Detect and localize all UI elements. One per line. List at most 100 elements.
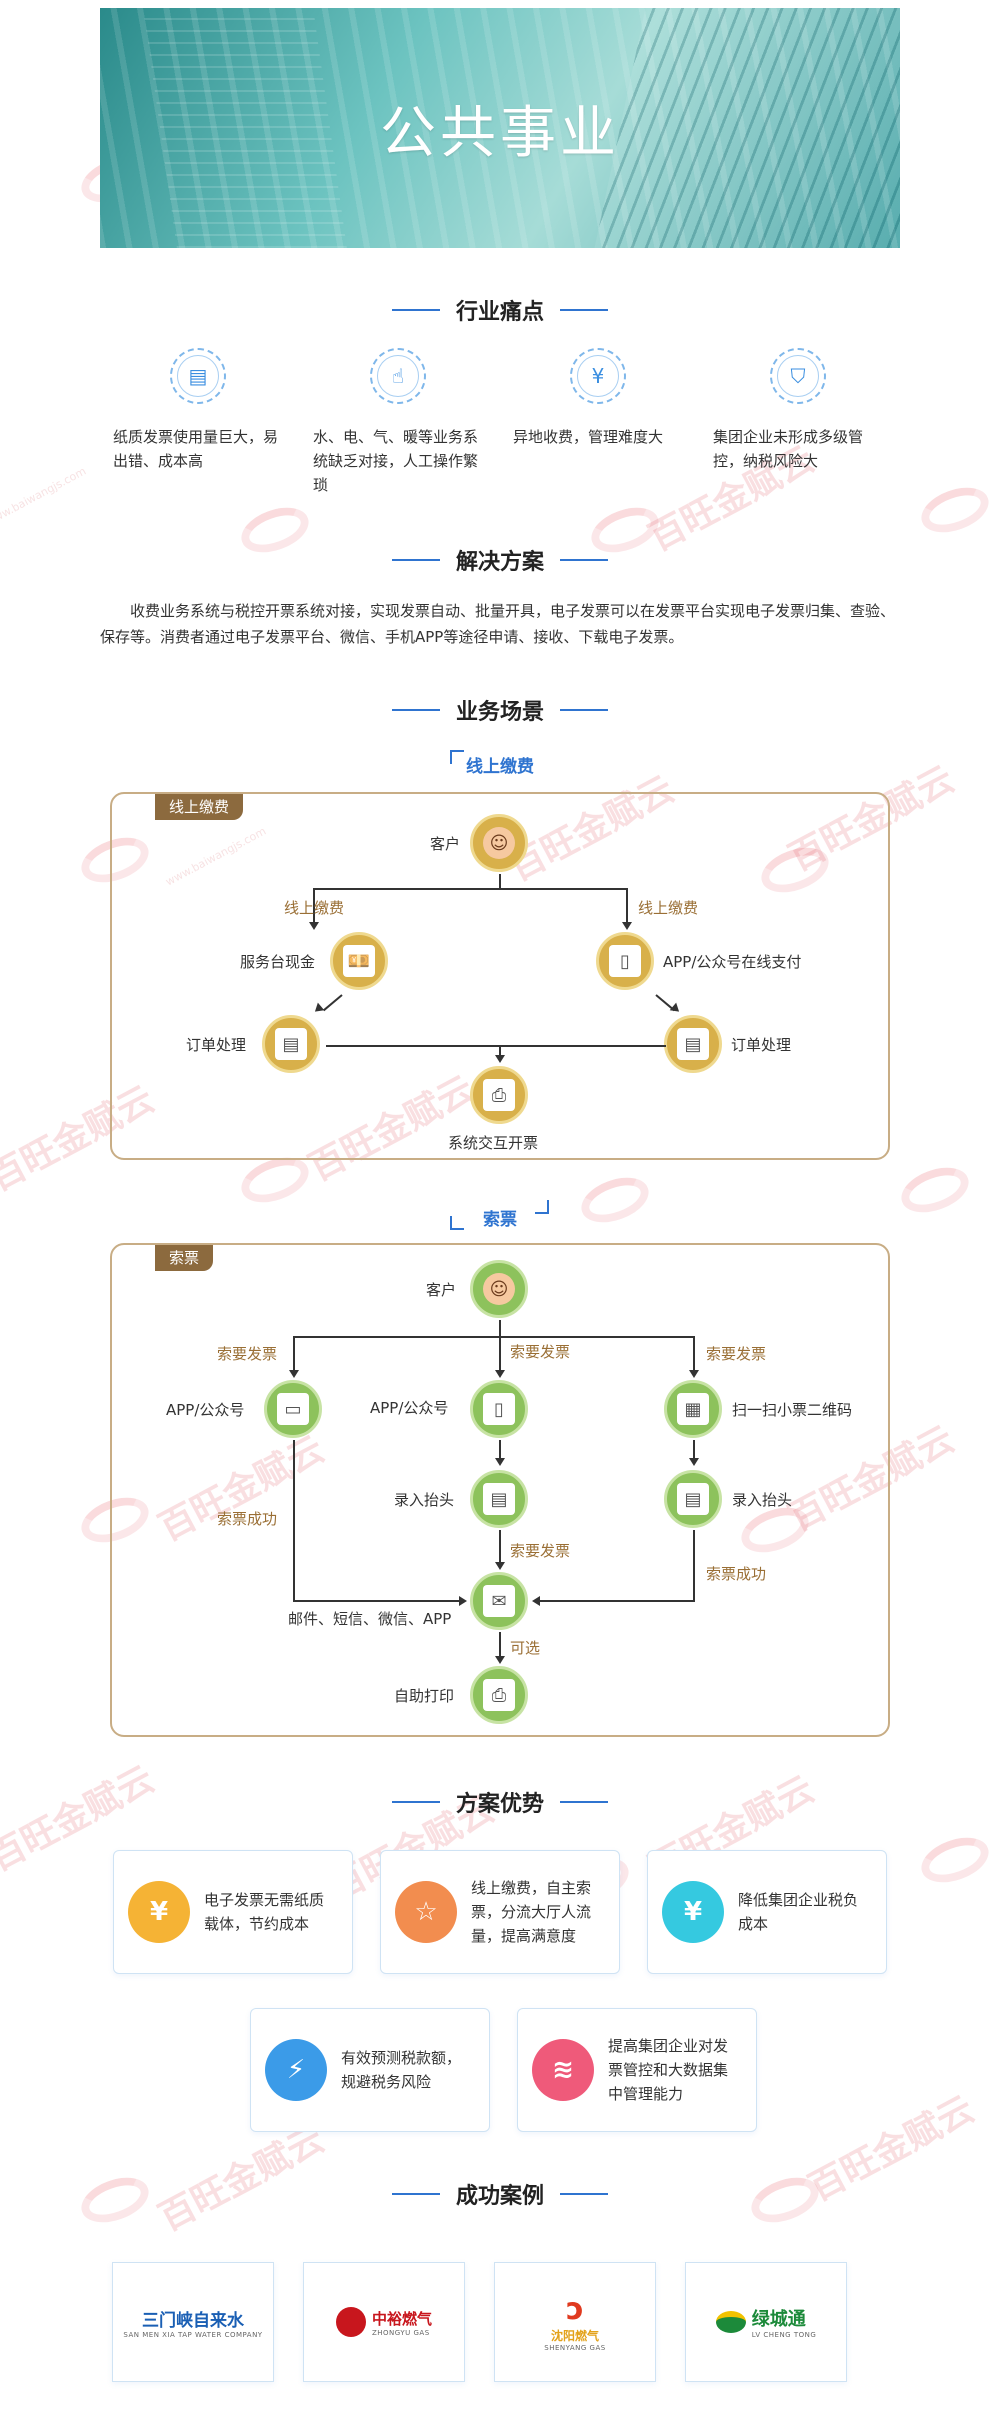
- branch-label: 线上缴费: [638, 899, 699, 917]
- request-invoice-label: 索要发票: [510, 1542, 571, 1560]
- customer-label: 客户: [426, 1281, 457, 1299]
- solution-description: 收费业务系统与税控开票系统对接，实现发票自动、批量开具，电子发票可以在发票平台实…: [100, 602, 896, 646]
- advantage-text: 降低集团企业税负成本: [738, 1891, 859, 1933]
- order-left-node: ▤: [262, 1015, 320, 1073]
- case-sub: SHENYANG GAS: [544, 2343, 606, 2352]
- watermark-logo: [915, 479, 995, 541]
- invoice-icon: ▤: [170, 348, 226, 404]
- shenyang-logo-icon: ↄ: [566, 2291, 584, 2327]
- app-mid-node: ▯: [470, 1380, 528, 1438]
- pain-point-text: 纸质发票使用量巨大，易出错、成本高: [113, 428, 279, 470]
- advantage-text: 提高集团企业对发票管控和大数据集中管理能力: [608, 2037, 729, 2103]
- success-label: 索票成功: [706, 1565, 767, 1583]
- advantage-text: 电子发票无需纸质载体，节约成本: [204, 1891, 325, 1933]
- customer-node: ☺: [470, 814, 528, 872]
- section-title-advantage: 方案优势: [0, 1782, 1000, 1822]
- customer-avatar-icon: ☺: [483, 1273, 515, 1305]
- app-mid-label: APP/公众号: [370, 1399, 449, 1417]
- request-label: 索要发票: [510, 1343, 571, 1361]
- delivery-node: ✉: [470, 1572, 528, 1630]
- case-sub: SAN MEN XIA TAP WATER COMPANY: [123, 2330, 263, 2339]
- document-icon: ▤: [677, 1483, 709, 1515]
- phone-icon: ▯: [609, 945, 641, 977]
- case-name: 沈阳燃气: [550, 2328, 599, 2343]
- customer-label: 客户: [430, 835, 461, 853]
- envelope-icon: ✉: [483, 1585, 515, 1617]
- channels-label: 邮件、短信、微信、APP: [288, 1610, 452, 1628]
- optional-label: 可选: [510, 1639, 541, 1657]
- order-left-label: 订单处理: [186, 1036, 247, 1054]
- system-invoice-label: 系统交互开票: [448, 1134, 539, 1152]
- zhongyu-logo-icon: [335, 2307, 366, 2337]
- hero-banner: 公共事业: [100, 8, 900, 248]
- banner-title: 公共事业: [380, 101, 620, 166]
- app-pay-label: APP/公众号在线支付: [663, 953, 802, 971]
- case-sub: LV CHENG TONG: [751, 2331, 817, 2339]
- case-logo-sanmenxia[interactable]: 三门峡自来水 SAN MEN XIA TAP WATER COMPANY: [112, 2262, 274, 2382]
- lvchengtong-logo-icon: [715, 2311, 746, 2333]
- advantage-card: ≋ 提高集团企业对发票管控和大数据集中管理能力: [517, 2008, 757, 2132]
- case-name: 绿城通: [751, 2309, 806, 2330]
- case-name: 中裕燃气: [371, 2309, 432, 2328]
- advantage-card: ⚡ 有效预测税款额，规避税务风险: [250, 2008, 490, 2132]
- advantage-text: 有效预测税款额，规避税务风险: [341, 2049, 462, 2091]
- app-pay-node: ▯: [596, 932, 654, 990]
- flow1-container: [110, 792, 890, 1160]
- enter-title-mid-node: ▤: [470, 1470, 528, 1528]
- layers-icon: ≋: [532, 2039, 594, 2101]
- success-label: 索票成功: [217, 1510, 278, 1528]
- case-logo-shenyang[interactable]: ↄ 沈阳燃气 SHENYANG GAS: [494, 2262, 656, 2382]
- cash-counter-node: 💴: [330, 932, 388, 990]
- section-title-pain: 行业痛点: [0, 290, 1000, 330]
- self-print-node: ⎙: [470, 1666, 528, 1724]
- request-label: 索要发票: [217, 1345, 278, 1363]
- advantage-card: ¥ 电子发票无需纸质载体，节约成本: [113, 1850, 353, 1974]
- yuan-fee-icon: ¥: [570, 348, 626, 404]
- flow2-subtitle: 索票: [483, 1210, 517, 1230]
- order-right-node: ▤: [664, 1015, 722, 1073]
- case-logo-lvchengtong[interactable]: 绿城通 LV CHENG TONG: [685, 2262, 847, 2382]
- app-left-node: ▭: [264, 1380, 322, 1438]
- branch-label: 线上缴费: [284, 899, 345, 917]
- self-print-label: 自助打印: [394, 1687, 455, 1705]
- app-left-label: APP/公众号: [166, 1401, 245, 1419]
- flow1-subtitle: 线上缴费: [466, 757, 534, 777]
- customer-node: ☺: [470, 1260, 528, 1318]
- enter-title-right-node: ▤: [664, 1470, 722, 1528]
- shield-bolt-icon: ⚡: [265, 2039, 327, 2101]
- request-label: 索要发票: [706, 1345, 767, 1363]
- section-title-cases: 成功案例: [0, 2174, 1000, 2214]
- section-title-scenario: 业务场景: [0, 690, 1000, 730]
- phone-icon: ▯: [483, 1393, 515, 1425]
- case-name: 三门峡自来水: [141, 2310, 244, 2331]
- star-icon: ☆: [395, 1881, 457, 1943]
- system-invoice-node: ⎙: [470, 1066, 528, 1124]
- flow1-tag: 线上缴费: [155, 794, 244, 820]
- qr-scan-label: 扫一扫小票二维码: [732, 1401, 853, 1419]
- qr-scan-node: ▦: [664, 1380, 722, 1438]
- section-title-solution: 解决方案: [0, 540, 1000, 580]
- cash-icon: 💴: [343, 945, 375, 977]
- watermark-logo: [575, 1169, 655, 1231]
- flow2-container: [110, 1243, 890, 1737]
- qr-code-icon: ▦: [677, 1393, 709, 1425]
- pain-point-text: 集团企业未形成多级管控，纳税风险大: [713, 428, 864, 470]
- order-right-label: 订单处理: [731, 1036, 792, 1054]
- customer-avatar-icon: ☺: [483, 827, 515, 859]
- enter-title-mid-label: 录入抬头: [394, 1491, 455, 1509]
- shield-icon: ⛉: [770, 348, 826, 404]
- subtitle-corner: [450, 750, 464, 764]
- printer-icon: ⎙: [483, 1679, 515, 1711]
- cash-counter-label: 服务台现金: [240, 953, 316, 971]
- advantage-text: 线上缴费，自主索票，分流大厅人流量，提高满意度: [471, 1879, 592, 1945]
- enter-title-right-label: 录入抬头: [732, 1491, 793, 1509]
- document-icon: ▤: [677, 1028, 709, 1060]
- advantage-card: ¥ 降低集团企业税负成本: [647, 1850, 887, 1974]
- ticket-icon: ¥: [662, 1881, 724, 1943]
- pain-point-text: 水、电、气、暖等业务系统缺乏对接，人工操作繁琐: [313, 428, 479, 494]
- watermark-logo: [915, 1829, 995, 1891]
- document-icon: ▤: [483, 1483, 515, 1515]
- printer-icon: ⎙: [483, 1079, 515, 1111]
- case-logo-zhongyu[interactable]: 中裕燃气 ZHONGYU GAS: [303, 2262, 465, 2382]
- case-sub: ZHONGYU GAS: [371, 2328, 430, 2337]
